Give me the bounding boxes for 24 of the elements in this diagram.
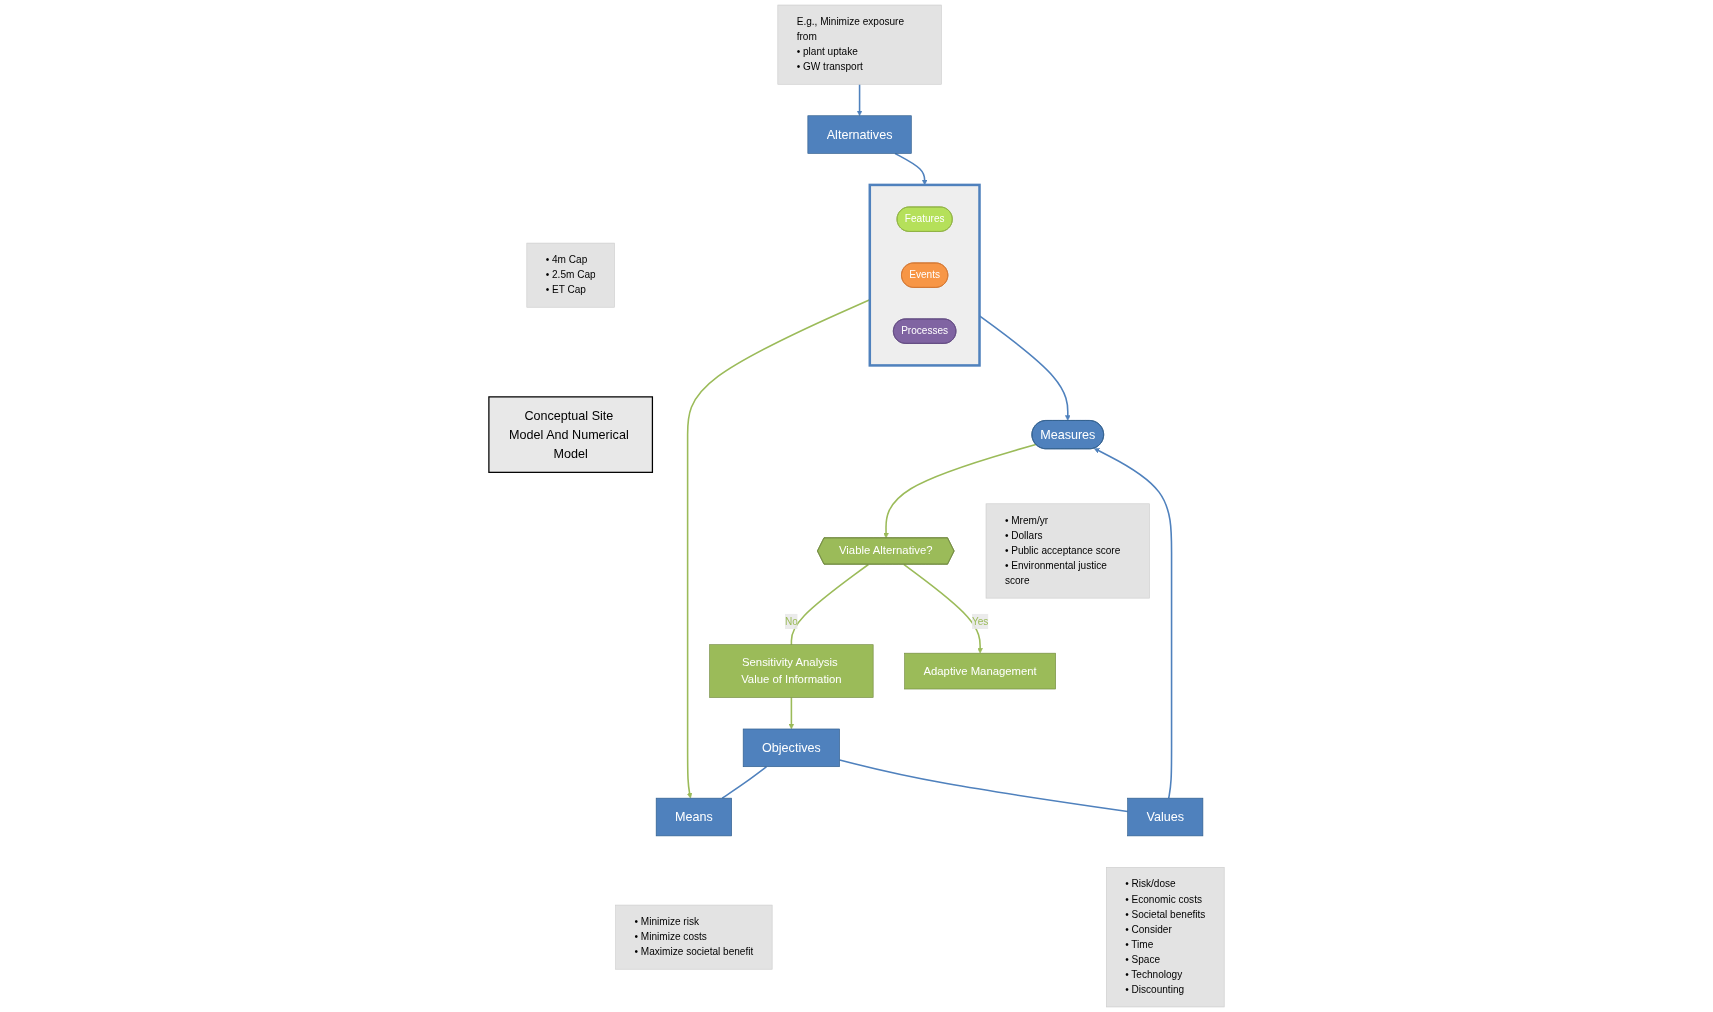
node-box: • Risk/dose • Economic costs • Societal benefits • Consider • Time • Space • Technology • Discounting: [1105, 867, 1225, 1008]
node-box: Values: [1127, 797, 1204, 837]
node-box: • Mrem/yr • Dollars • Public acceptance score • Environmental justice score: [985, 503, 1150, 599]
edge-label: No: [784, 615, 798, 627]
arrow: [788, 696, 795, 730]
arrow: [686, 298, 871, 799]
node-box: Alternatives: [807, 115, 912, 154]
connector: [721, 765, 768, 799]
node-box: Objectives: [742, 728, 840, 767]
node-box: • 4m Cap • 2.5m Cap • ET Cap: [526, 242, 615, 308]
connector: [790, 563, 870, 646]
cluster: [868, 183, 981, 367]
node-box: • Minimize risk • Minimize costs • Maximize societal benefit: [615, 904, 773, 970]
node-box: E.g., Minimize exposure from • plant uptake • GW transport: [777, 4, 942, 85]
arrow: [902, 563, 983, 654]
node-box: Adaptive Management: [904, 652, 1056, 690]
node-box: Means: [655, 797, 732, 837]
edge-label: Yes: [971, 615, 989, 627]
node-box: Sensitivity Analysis Value of Information: [709, 644, 874, 698]
connector: [838, 759, 1129, 813]
arrow: [1093, 448, 1173, 799]
arrow: [883, 443, 1037, 539]
node-box: Conceptual Site Model And Numerical Model: [488, 396, 653, 473]
arrow: [856, 83, 863, 116]
